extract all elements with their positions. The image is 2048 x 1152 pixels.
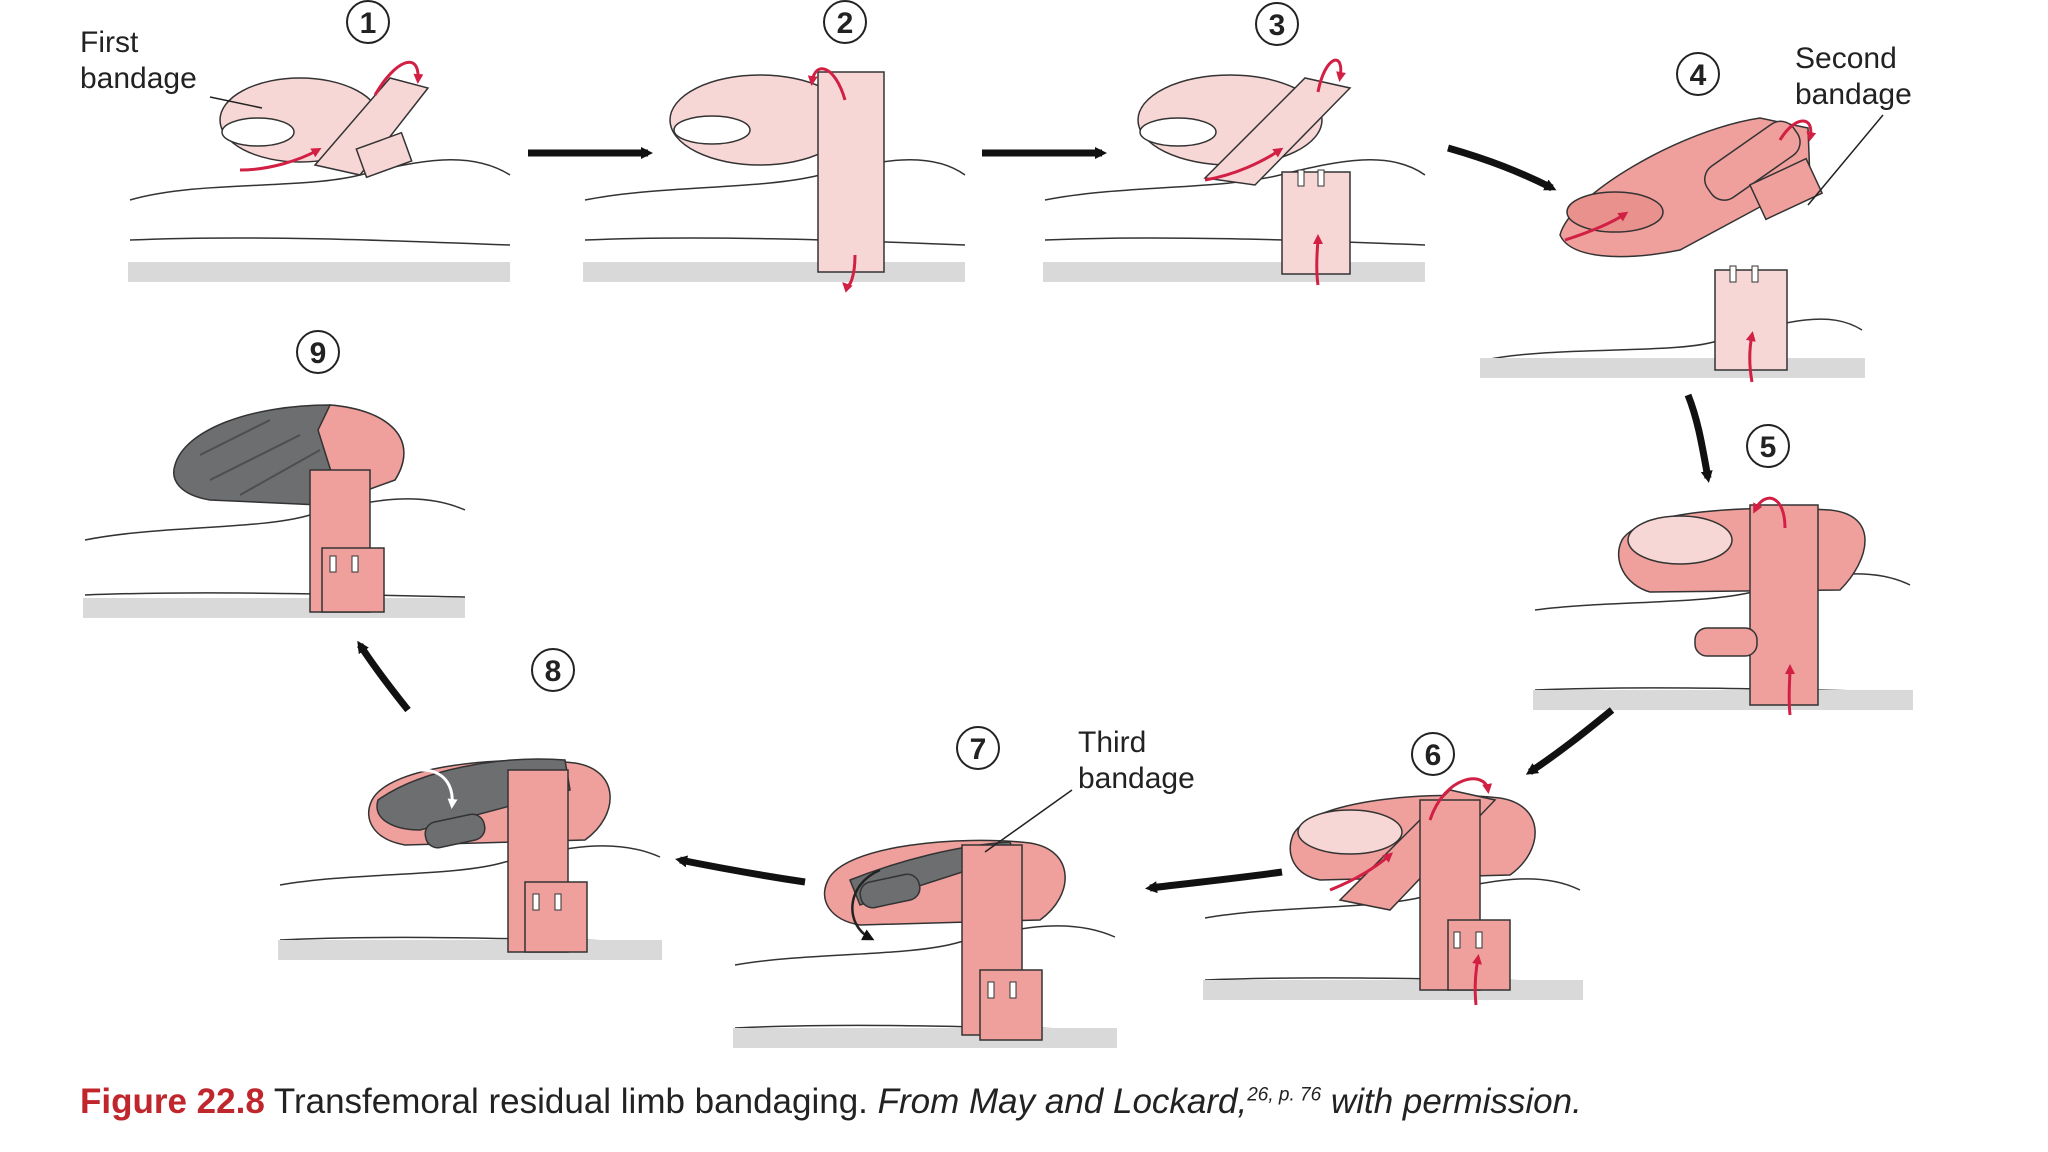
first-bandage-label-line1: First	[80, 26, 139, 59]
step-1-badge: 1	[346, 0, 390, 44]
third-bandage-label-line1: Third	[1078, 726, 1146, 759]
figure-source-ref: 26, p. 76	[1247, 1084, 1322, 1106]
step-6-number: 6	[1425, 739, 1442, 772]
step-3-illustration	[1043, 58, 1426, 286]
step-6-illustration	[1203, 777, 1583, 1006]
step-7-number: 7	[970, 733, 987, 766]
figure-source: From May and Lockard,	[877, 1082, 1248, 1121]
step-8-badge: 8	[531, 648, 575, 692]
second-bandage-label-line1: Second	[1795, 42, 1897, 75]
flow-arrow-7-8	[675, 855, 806, 886]
flow-arrow-5-6	[1525, 707, 1615, 775]
step-8-number: 8	[545, 655, 562, 688]
step-2-number: 2	[837, 7, 854, 40]
step-9-badge: 9	[296, 330, 340, 374]
step-6-badge: 6	[1411, 732, 1455, 776]
step-5-number: 5	[1760, 431, 1777, 464]
step-1-number: 1	[360, 7, 377, 40]
flow-arrow-6-7	[1145, 868, 1283, 894]
figure-label: Figure 22.8	[80, 1082, 265, 1121]
step-2-illustration	[583, 67, 966, 293]
step-5-illustration	[1533, 496, 1913, 716]
step-7-illustration	[733, 839, 1117, 1048]
step-3-badge: 3	[1255, 2, 1299, 46]
step-4-number: 4	[1690, 59, 1707, 92]
step-5-badge: 5	[1746, 424, 1790, 468]
step-4-illustration	[1480, 117, 1865, 383]
step-3-number: 3	[1269, 9, 1286, 42]
flow-arrow-8-9	[357, 640, 411, 713]
figure-caption: Figure 22.8 Transfemoral residual limb b…	[80, 1082, 1582, 1122]
flow-arrow-4-5	[1684, 393, 1713, 483]
step-7-badge: 7	[956, 726, 1000, 770]
flow-arrow-3-4	[1447, 144, 1557, 192]
step-8-illustration	[278, 758, 662, 960]
step-9-number: 9	[310, 337, 327, 370]
step-9-illustration	[83, 404, 466, 618]
step-4-badge: 4	[1676, 52, 1720, 96]
figure-permission: with permission.	[1330, 1082, 1582, 1121]
step-2-badge: 2	[823, 0, 867, 44]
second-bandage-label-line2: bandage	[1795, 78, 1912, 111]
first-bandage-label-line2: bandage	[80, 62, 197, 95]
figure-title: Transfemoral residual limb bandaging.	[273, 1082, 868, 1121]
step-1-illustration	[128, 60, 511, 282]
third-bandage-label-line2: bandage	[1078, 762, 1195, 795]
